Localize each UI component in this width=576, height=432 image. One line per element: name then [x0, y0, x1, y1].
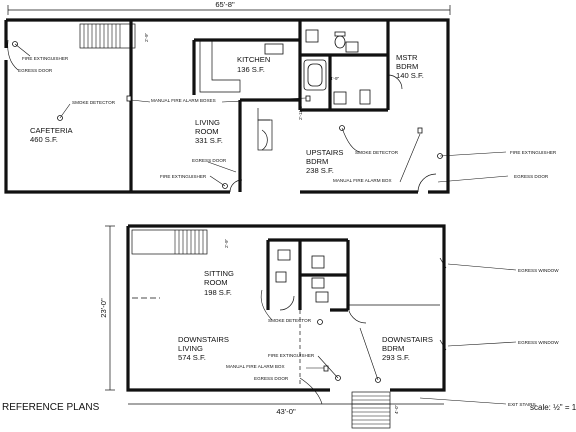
room-cafeteria-name: CAFETERIA: [30, 126, 74, 135]
sink: [305, 29, 319, 43]
lower-exterior-wall: [126, 224, 446, 392]
toilet: [334, 35, 346, 49]
fire-alarm-box-icon: [323, 365, 329, 372]
room-living-area: 331 S.F.: [195, 136, 223, 145]
callout-egress-door-mid: EGRESS DOOR: [192, 158, 227, 163]
callout-fire-extinguisher-right: FIRE EXTINGUISHER: [510, 150, 557, 155]
callout-egress-window-top: EGRESS WINDOW: [518, 268, 559, 273]
sink: [315, 291, 329, 303]
upper-stairs: [83, 24, 121, 48]
room-mstr-bdrm-name: MSTR BDRM: [396, 53, 420, 71]
callout-smoke-detector-right: SMOKE DETECTOR: [355, 150, 399, 155]
upper-width-dim: 65'-8": [215, 0, 235, 9]
upper-floor-plan: 65'-8" 2'-9": [4, 0, 557, 194]
lower-depth-dim: 23'-0": [99, 298, 108, 318]
upper-stair-dim: 2'-9": [144, 32, 149, 42]
room-downstairs-living-area: 574 S.F.: [178, 353, 206, 362]
fire-alarm-box-icon: [126, 95, 132, 102]
callout-smoke-detector-left: SMOKE DETECTOR: [72, 100, 116, 105]
bath-dim-depth: 2'-11½": [297, 104, 303, 120]
callout-manual-fire-alarm-box: MANUAL FIRE ALARM BOX: [333, 178, 392, 183]
callout-egress-window-bottom: EGRESS WINDOW: [518, 340, 559, 345]
sink: [311, 277, 325, 289]
room-kitchen-area: 136 S.F.: [237, 65, 265, 74]
upper-exterior-wall: [4, 18, 450, 194]
room-sitting-area: 198 S.F.: [204, 288, 232, 297]
callout-egress-door-top: EGRESS DOOR: [18, 68, 53, 73]
lower-floor-plan: 23'-0" 43'-0" 2'-9": [99, 224, 559, 429]
callout-smoke-detector-lower: SMOKE DETECTOR: [268, 318, 312, 323]
bath-dim-width: 4'-9": [330, 76, 340, 81]
exit-stairs: [351, 391, 391, 429]
callout-fire-extinguisher-lower: FIRE EXTINGUISHER: [268, 353, 315, 358]
exit-stair-dim: 4'-0": [394, 404, 399, 414]
room-upstairs-bdrm-area: 238 S.F.: [306, 166, 334, 175]
drawing-title: REFERENCE PLANS: [2, 402, 100, 413]
smoke-detector-icon: [317, 319, 323, 325]
callout-egress-door-right: EGRESS DOOR: [514, 174, 549, 179]
callout-manual-fire-alarm-box-lower: MANUAL FIRE ALARM BOX: [226, 364, 285, 369]
callout-exit-stairs: EXIT STAIRS: [508, 402, 536, 407]
drawing-scale: scale: ½" = 1': [530, 403, 576, 412]
callout-fire-extinguisher-top: FIRE EXTINGUISHER: [22, 56, 69, 61]
room-mstr-bdrm-line1: MSTR: [396, 53, 418, 62]
room-cafeteria-area: 460 S.F.: [30, 135, 58, 144]
fire-alarm-box-icon: [417, 127, 423, 134]
callout-fire-extinguisher-mid: FIRE EXTINGUISHER: [160, 174, 207, 179]
room-downstairs-bdrm-area: 293 S.F.: [382, 353, 410, 362]
callout-manual-fire-alarm-boxes: MANUAL FIRE ALARM BOXES: [151, 98, 216, 103]
lower-stairs: [174, 230, 204, 254]
fire-alarm-box-icon: [305, 95, 311, 102]
room-mstr-bdrm-area: 140 S.F.: [396, 71, 424, 80]
room-kitchen-name: KITCHEN: [237, 55, 270, 64]
callout-egress-door-lower: EGRESS DOOR: [254, 376, 289, 381]
toilet: [275, 271, 287, 283]
sink: [277, 249, 291, 261]
lower-stair-dim: 2'-9": [224, 238, 229, 248]
room-mstr-bdrm-line2: BDRM: [396, 62, 418, 71]
toilet: [311, 255, 325, 269]
lower-width-dim: 43'-0": [276, 407, 296, 416]
